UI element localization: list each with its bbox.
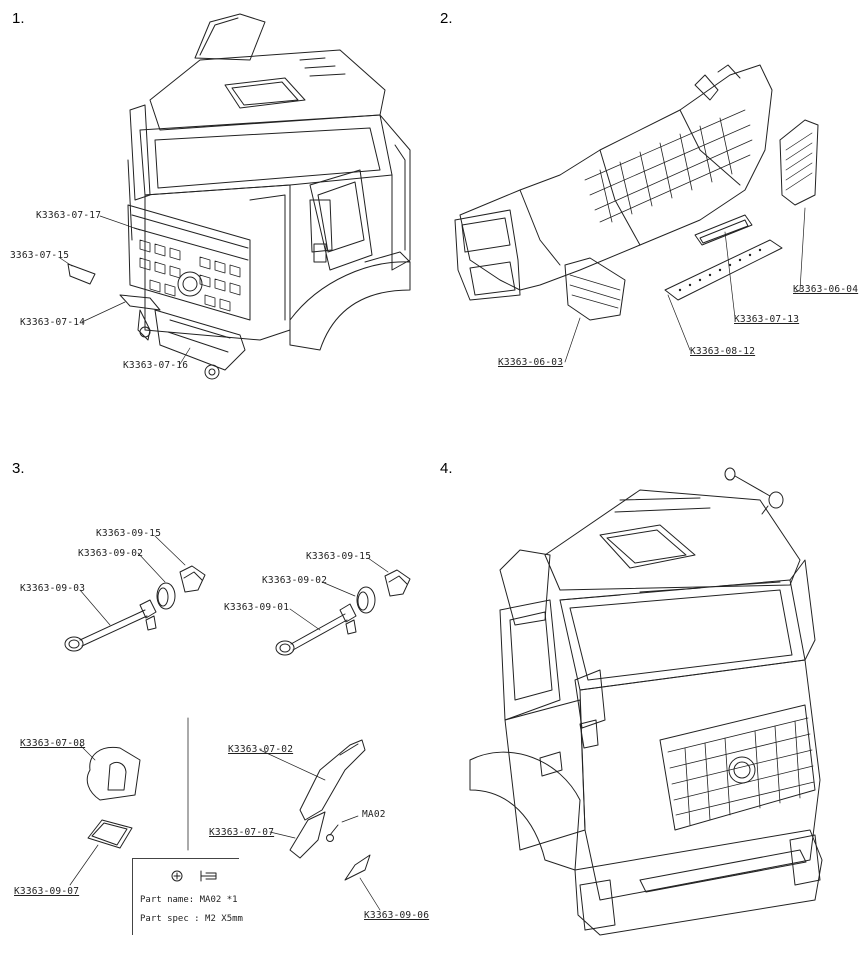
part-label-k3363-09-02-a: K3363-09-02 bbox=[78, 548, 144, 559]
part-label-k3363-09-15-a: K3363-09-15 bbox=[96, 528, 162, 539]
part-label-k3363-09-15-b: K3363-09-15 bbox=[306, 551, 372, 562]
part-label-k3363-09-03: K3363-09-03 bbox=[20, 583, 86, 594]
part-label-k3363-07-07: K3363-07-07 bbox=[209, 827, 275, 838]
part-label-ma02: MA02 bbox=[362, 809, 386, 820]
part-label-k3363-07-08: K3363-07-08 bbox=[20, 738, 86, 749]
step-number-4: 4. bbox=[440, 460, 453, 477]
part-label-k3363-09-02-b: K3363-09-02 bbox=[262, 575, 328, 586]
part-label-k3363-07-02: K3363-07-02 bbox=[228, 744, 294, 755]
panel4-assembled-cab-drawing bbox=[469, 467, 823, 936]
step-number-2: 2. bbox=[440, 10, 453, 27]
step-number-1: 1. bbox=[12, 10, 25, 27]
part-label-k3363-06-03: K3363-06-03 bbox=[498, 357, 564, 368]
part-label-k3363-07-13: K3363-07-13 bbox=[734, 314, 800, 325]
part-label-k3363-06-04: K3363-06-04 bbox=[793, 284, 859, 295]
part-label-k3363-07-17: K3363-07-17 bbox=[36, 210, 102, 221]
part-label-3363-07-15: 3363-07-15 bbox=[10, 250, 70, 261]
step-number-3: 3. bbox=[12, 460, 25, 477]
part-label-k3363-08-12: K3363-08-12 bbox=[690, 346, 756, 357]
panel1-cab-drawing bbox=[59, 13, 411, 380]
spec-part-name: Part name: MA02 *1 bbox=[140, 895, 238, 905]
part-label-k3363-09-06: K3363-09-06 bbox=[364, 910, 430, 921]
panel3-parts-drawing bbox=[64, 535, 411, 911]
part-label-k3363-09-07: K3363-09-07 bbox=[14, 886, 80, 897]
part-label-k3363-07-16: K3363-07-16 bbox=[123, 360, 189, 371]
spec-part-spec: Part spec : M2 X5mm bbox=[140, 914, 243, 924]
screw-spec-box bbox=[132, 858, 239, 935]
part-label-k3363-09-01: K3363-09-01 bbox=[224, 602, 290, 613]
part-label-k3363-07-14: K3363-07-14 bbox=[20, 317, 86, 328]
panel2-bumper-drawing bbox=[454, 64, 819, 363]
